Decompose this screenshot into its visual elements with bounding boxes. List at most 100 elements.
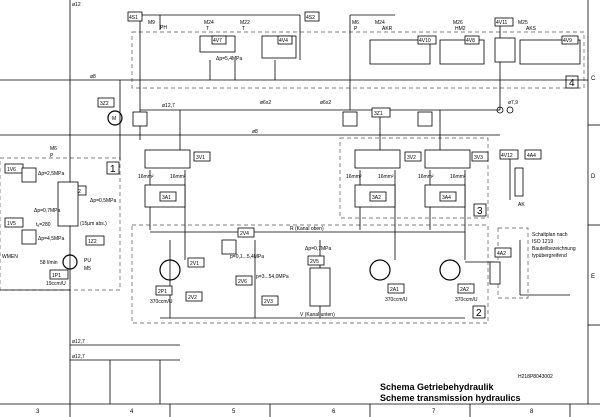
comp-3A4-label: 3A4 <box>442 195 451 201</box>
label-filter: (15μm abs.) <box>80 221 107 227</box>
comp-3V3-label: 3V3 <box>474 155 483 161</box>
comp-4V11-tag <box>494 17 514 27</box>
comp-3Z2-body <box>132 111 148 127</box>
label-kanal-oben: R (Kanal oben) <box>290 226 324 232</box>
comp-2V4-tag <box>237 227 255 238</box>
note-line-4: typübergreifend <box>532 253 567 259</box>
comp-4V11-label: 4V11 <box>496 20 508 26</box>
label-dp34: p=3...54,0MPa <box>256 274 289 280</box>
comp-3Z2-label: 3Z2 <box>100 101 109 107</box>
comp-3V2-label: 3V2 <box>407 155 416 161</box>
label-m25: M25 <box>518 20 528 26</box>
col-label-8: 8 <box>530 409 534 415</box>
comp-4A2-body <box>489 261 501 285</box>
label-akr: AKR <box>382 26 393 32</box>
line-labels: ø12 ø8 ø8 ø12,7 ø6x2 ø6x2 ø7,9 ø12,7 ø12… <box>72 2 518 360</box>
charge-pump-symbol <box>62 254 78 270</box>
label-a8: ø8 <box>90 74 96 80</box>
hydro-motor-2A2-symbol <box>439 259 461 281</box>
col-label-4: 4 <box>130 409 134 415</box>
label-p2: P <box>50 153 54 159</box>
zone-1-label: 1 <box>110 164 116 175</box>
comp-4A2-tag <box>494 247 512 258</box>
top-valves: 4S1 M9 PH M24 T M22 T 4V7 Δp=5,4MPa 4V4 … <box>127 11 581 65</box>
comp-4S2-box <box>304 11 320 22</box>
comp-2A2-tag <box>457 283 475 294</box>
middle-row: M 3Z2 3Z1 4V12 4A4 AK <box>97 97 542 208</box>
comp-2V5-body <box>309 267 331 307</box>
comp-3A1-label: 3A1 <box>162 195 171 201</box>
zone-3-frame <box>339 137 489 219</box>
comp-2V6-label: 2V6 <box>238 279 247 285</box>
label-a6x2: ø6x2 <box>260 100 271 106</box>
comp-4V12-label: 4V12 <box>501 153 513 159</box>
comp-2V1-label: 2V1 <box>190 261 199 267</box>
zone-4-frame <box>131 31 585 89</box>
label-a79: ø7,9 <box>508 100 518 106</box>
comp-1P1-label: 1P1 <box>52 273 61 279</box>
col-label-3: 3 <box>36 409 40 415</box>
comp-3Z2-tag <box>97 97 115 108</box>
comp-1V6-label: 1V6 <box>7 167 16 173</box>
comp-4A2-label: 4A2 <box>497 251 506 257</box>
comp-1Z2-label: 1Z2 <box>88 239 97 245</box>
col-label-7: 7 <box>432 409 436 415</box>
comp-2V1-tag <box>187 257 205 268</box>
comp-4V8-tag <box>464 35 480 45</box>
comp-3Z1-label: 3Z1 <box>374 111 383 117</box>
comp-4V12-tag <box>499 149 519 160</box>
label-a12: ø12 <box>72 2 81 8</box>
label-a127c: ø12,7 <box>72 354 85 360</box>
zone-2-label: 2 <box>476 308 482 319</box>
comp-3V2-tag <box>404 151 422 162</box>
zone-3-badge <box>473 203 487 217</box>
label-m6b: M6 <box>50 146 57 152</box>
hydro-motor-2A1-symbol <box>369 259 391 281</box>
label-dp54: Δp=5,4MPa <box>216 56 242 62</box>
comp-2A1-tag <box>387 283 405 294</box>
label-dp45: Δp=4,5MPa <box>38 236 64 242</box>
label-ph: PH <box>160 25 167 31</box>
label-pu: PU <box>84 258 91 264</box>
label-m26: M26 <box>453 20 463 26</box>
comp-3Z1-body-a <box>342 111 358 127</box>
row-labels: C D E <box>591 76 596 280</box>
comp-2V3-tag <box>261 295 279 306</box>
comp-2V2-tag <box>185 291 203 302</box>
comp-1P1-tag <box>49 269 69 280</box>
comp-4S1-box <box>127 11 143 22</box>
comp-3V2-body <box>354 149 401 169</box>
filter-body <box>57 181 79 227</box>
hydro-pump-2P1-symbol <box>159 259 181 281</box>
label-f16a: 16mm² <box>138 174 154 180</box>
label-tf: tₐ=280 <box>36 222 51 228</box>
label-q370c: 370ccm/U <box>455 297 478 303</box>
zone-1-components: M6 P 1V6 Δp=2,5MPa 1S2 Δp=0,7MPa Δp=0,5M… <box>2 146 116 287</box>
comp-3V3-tag <box>471 151 489 162</box>
comp-3A2-tag <box>369 191 387 202</box>
label-a8-2: ø8 <box>252 129 258 135</box>
title-en: Scheme transmission hydraulics <box>380 393 521 403</box>
comp-2A1-label: 2A1 <box>390 287 399 293</box>
row-label-e: E <box>591 274 595 280</box>
label-dp05: Δp=0,5MPa <box>90 198 116 204</box>
shift-valves: 3V1 16mm² 16mm² 3A1 3V2 16mm² 16mm² 3A2 … <box>138 149 489 208</box>
title-de: Schema Getriebehydraulik <box>380 382 495 392</box>
comp-3V1-label: 3V1 <box>196 155 205 161</box>
comp-4V9-label: 4V9 <box>563 38 572 44</box>
label-a127: ø12,7 <box>162 103 175 109</box>
comp-3A2-label: 3A2 <box>372 195 381 201</box>
zone-3-label: 3 <box>477 206 483 217</box>
label-a127b: ø12,7 <box>72 339 85 345</box>
label-q370b: 370ccm/U <box>385 297 408 303</box>
label-p1: P <box>354 26 358 32</box>
zone-4-badge <box>565 75 579 89</box>
label-m24b: M24 <box>375 20 385 26</box>
comp-1V6-body <box>21 167 37 183</box>
comp-4V7-tag <box>211 35 227 45</box>
label-lmin: 58 l/min <box>40 260 58 266</box>
comp-2V3-label: 2V3 <box>264 299 273 305</box>
